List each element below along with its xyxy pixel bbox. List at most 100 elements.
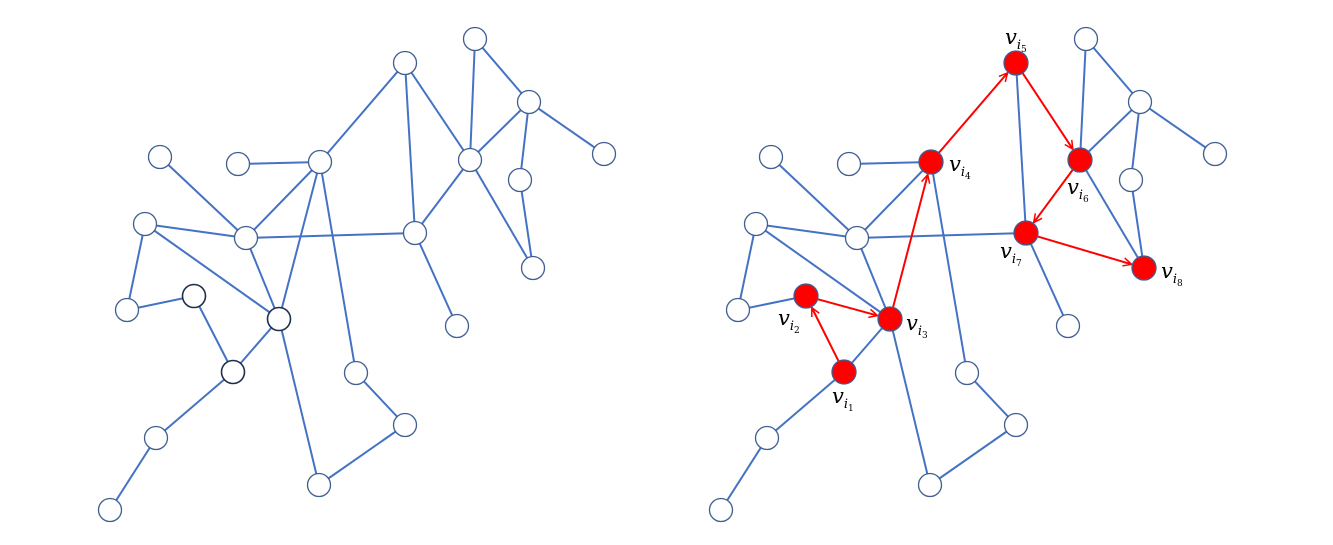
node-label-v3: vi3: [906, 311, 928, 341]
graph-edge: [414, 232, 458, 327]
graph-edge: [528, 101, 605, 155]
graph-edge: [193, 295, 234, 373]
path-arrow: [1037, 235, 1132, 264]
graph-edge: [856, 232, 1027, 239]
graph-edge: [404, 62, 471, 161]
graph-edge: [404, 62, 416, 234]
graph-edge: [848, 161, 932, 165]
graph-node: [1127, 89, 1153, 115]
graph-node: [225, 151, 251, 177]
graph-node: [844, 225, 870, 251]
graph-edge: [929, 424, 1017, 486]
graph-edge: [755, 223, 858, 239]
graph-node: [181, 283, 207, 309]
graph-edge: [1015, 62, 1027, 234]
path-arrow: [1034, 169, 1074, 223]
graph-node: [708, 497, 734, 523]
highlighted-node: [1003, 50, 1029, 76]
graph-node: [392, 50, 418, 76]
path-arrow: [810, 308, 840, 362]
graph-node: [836, 151, 862, 177]
graph-edge: [930, 161, 968, 374]
graph-edge: [737, 223, 757, 311]
graph-edge: [159, 156, 247, 239]
graph-node: [306, 472, 332, 498]
graph-edge: [1130, 101, 1141, 181]
graph-edge: [109, 437, 157, 511]
graph-node: [743, 211, 769, 237]
highlighted-node: [918, 149, 944, 175]
graph-node: [917, 472, 943, 498]
graph-node: [220, 359, 246, 385]
graph-edge: [469, 159, 534, 269]
highlighted-node: [1067, 147, 1093, 173]
highlighted-node: [1013, 220, 1039, 246]
graph-node: [444, 313, 470, 339]
graph-node: [507, 167, 533, 193]
graph-node: [233, 225, 259, 251]
highlighted-node: [877, 306, 903, 332]
graph-node: [97, 497, 123, 523]
graph-edge: [1079, 38, 1087, 161]
graph-edge: [469, 101, 530, 161]
node-label-v7: vi7: [1000, 239, 1022, 269]
graph-edge: [318, 424, 406, 486]
graph-edge: [278, 318, 320, 486]
graph-node: [392, 412, 418, 438]
graph-edge: [319, 161, 357, 374]
graph-node: [954, 360, 980, 386]
graph-node: [1202, 141, 1228, 167]
graph-node: [1118, 167, 1144, 193]
graph-edge: [1079, 159, 1145, 269]
graph-node: [725, 297, 751, 323]
highlighted-node: [1131, 255, 1157, 281]
node-label-v8: vi8: [1161, 259, 1183, 289]
graph-edge: [856, 161, 932, 239]
graph-node: [516, 89, 542, 115]
graph-edge: [519, 101, 530, 181]
graph-edge: [126, 223, 146, 311]
graph-edge: [155, 371, 234, 439]
graph-node: [266, 306, 292, 332]
graph-edge: [144, 223, 280, 320]
node-label-v2: vi2: [778, 306, 800, 336]
graph-node: [147, 144, 173, 170]
graph-edge: [245, 237, 280, 320]
node-label-v5: vi5: [1005, 25, 1027, 55]
graph-edge: [766, 371, 845, 439]
graph-node: [132, 211, 158, 237]
graph-node: [520, 255, 546, 281]
graph-node: [457, 147, 483, 173]
graph-edge: [237, 161, 321, 165]
graph-edge: [770, 156, 858, 239]
path-arrow: [892, 175, 928, 308]
highlighted-node: [831, 359, 857, 385]
graph-edge: [856, 237, 891, 320]
graph-node: [1073, 26, 1099, 52]
graph-node: [758, 144, 784, 170]
graph-node: [307, 149, 333, 175]
graph-edge: [1130, 179, 1145, 269]
node-label-v1: vi1: [832, 384, 854, 414]
graph-node: [1055, 313, 1081, 339]
graph-edge: [1085, 38, 1141, 103]
graph-edge: [245, 161, 321, 239]
graph-node: [143, 425, 169, 451]
path-arrow: [817, 298, 878, 315]
graph-edge: [474, 38, 530, 103]
graph-edge: [1079, 101, 1141, 161]
graph-edge: [720, 437, 768, 511]
graph-node: [402, 220, 428, 246]
highlighted-node: [793, 283, 819, 309]
graph-node: [343, 360, 369, 386]
graph-node: [114, 297, 140, 323]
path-arrow: [938, 73, 1008, 154]
left-graph: [97, 26, 617, 523]
graph-edge: [755, 223, 891, 320]
node-label-v4: vi4: [949, 152, 971, 182]
graph-edge: [889, 318, 931, 486]
graph-node: [1003, 412, 1029, 438]
